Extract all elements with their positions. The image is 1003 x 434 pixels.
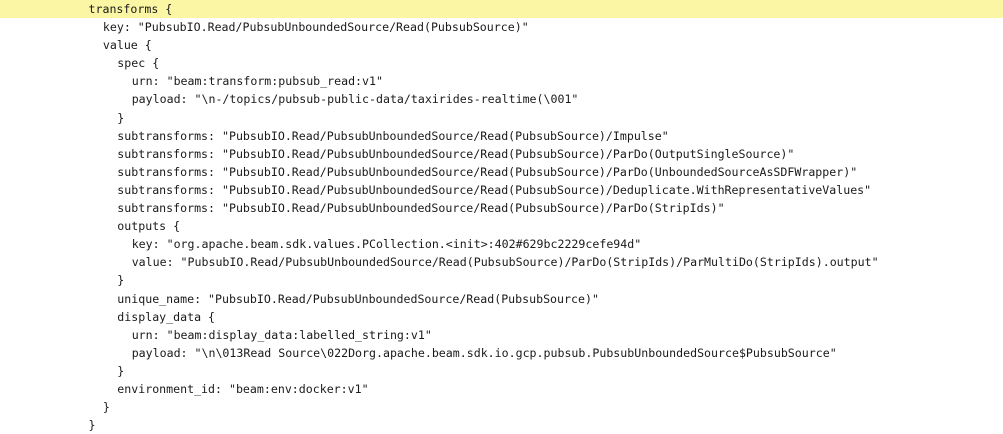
code-line: payload: "\n-/topics/pubsub-public-data/… [0,90,1003,108]
code-line-text: environment_id: "beam:env:docker:v1" [117,381,369,396]
code-line-text: payload: "\n\013Read Source\022Dorg.apac… [131,345,837,360]
code-line: subtransforms: "PubsubIO.Read/PubsubUnbo… [0,163,1003,181]
code-line-text: subtransforms: "PubsubIO.Read/PubsubUnbo… [117,146,795,161]
code-line: unique_name: "PubsubIO.Read/PubsubUnboun… [0,290,1003,308]
code-line: } [0,109,1003,127]
code-line-text: subtransforms: "PubsubIO.Read/PubsubUnbo… [117,128,669,143]
code-line-text: } [117,273,125,288]
code-line: environment_id: "beam:env:docker:v1" [0,380,1003,398]
code-line-text: subtransforms: "PubsubIO.Read/PubsubUnbo… [117,201,725,216]
code-line: subtransforms: "PubsubIO.Read/PubsubUnbo… [0,199,1003,217]
code-line-text: display_data { [117,309,216,324]
code-line-text: } [102,400,110,415]
code-line: urn: "beam:transform:pubsub_read:v1" [0,72,1003,90]
code-line-text: unique_name: "PubsubIO.Read/PubsubUnboun… [117,291,599,306]
code-line-text: spec { [117,56,160,71]
code-line-text: transforms { [88,2,173,16]
code-line: spec { [0,54,1003,72]
code-line: subtransforms: "PubsubIO.Read/PubsubUnbo… [0,181,1003,199]
code-line-text: subtransforms: "PubsubIO.Read/PubsubUnbo… [117,182,872,197]
code-line-text: urn: "beam:transform:pubsub_read:v1" [131,74,383,89]
code-line-text: value { [102,38,152,53]
code-line: outputs { [0,217,1003,235]
code-line-text: outputs { [117,219,181,234]
code-line: urn: "beam:display_data:labelled_string:… [0,326,1003,344]
code-line-text: key: "org.apache.beam.sdk.values.PCollec… [131,237,642,252]
code-line: display_data { [0,308,1003,326]
code-line-text: subtransforms: "PubsubIO.Read/PubsubUnbo… [117,164,858,179]
code-line-text: } [88,418,96,433]
code-line: key: "PubsubIO.Read/PubsubUnboundedSourc… [0,18,1003,36]
code-line: subtransforms: "PubsubIO.Read/PubsubUnbo… [0,127,1003,145]
code-line: } [0,416,1003,434]
code-line: payload: "\n\013Read Source\022Dorg.apac… [0,344,1003,362]
code-line: } [0,362,1003,380]
code-line: value: "PubsubIO.Read/PubsubUnboundedSou… [0,253,1003,271]
code-line: } [0,398,1003,416]
code-line: value { [0,36,1003,54]
code-line-text: key: "PubsubIO.Read/PubsubUnboundedSourc… [102,20,529,35]
code-line-text: payload: "\n-/topics/pubsub-public-data/… [131,92,579,107]
code-line: subtransforms: "PubsubIO.Read/PubsubUnbo… [0,145,1003,163]
code-line-text: } [117,363,125,378]
code-line: key: "org.apache.beam.sdk.values.PCollec… [0,235,1003,253]
code-line: } [0,271,1003,289]
code-line-text: } [117,110,125,125]
code-line-highlighted: transforms { [0,0,1003,19]
code-line-text: urn: "beam:display_data:labelled_string:… [131,327,432,342]
code-line-text: value: "PubsubIO.Read/PubsubUnboundedSou… [131,255,879,270]
